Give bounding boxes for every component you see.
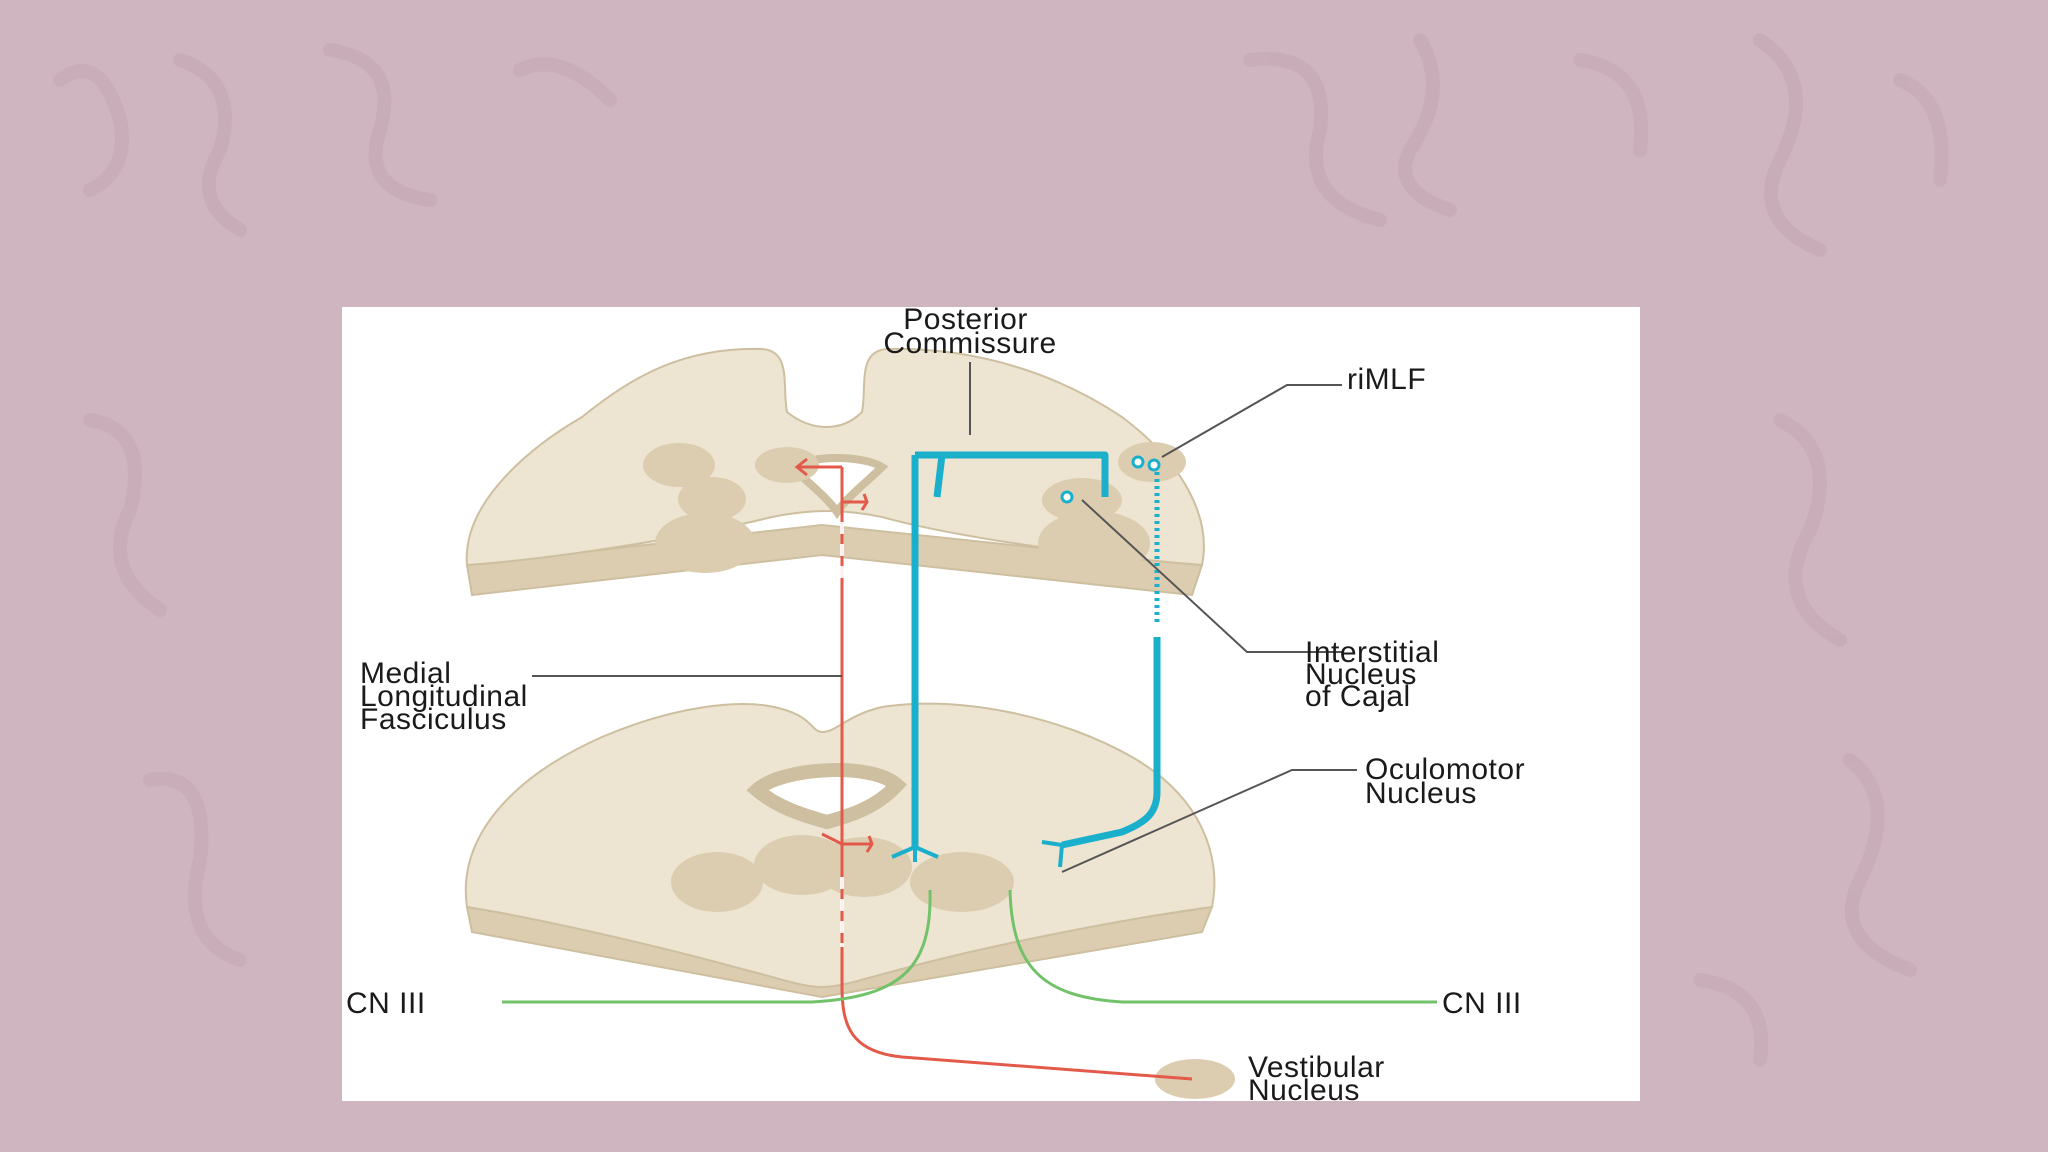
leader-oculomotor xyxy=(1061,769,1357,873)
upper-left-riMLF-real xyxy=(643,443,715,487)
label-rimlf: riMLF xyxy=(1347,363,1426,396)
green-right-cn3 xyxy=(1008,889,1437,1004)
lower-left-red-nucleus xyxy=(671,852,763,912)
blue-right-fork xyxy=(1041,840,1064,868)
red-terminal-oculomotor xyxy=(821,832,874,853)
red-tract-line xyxy=(840,467,1193,1081)
leader-interstitial xyxy=(1081,499,1342,653)
blue-right-long xyxy=(1061,637,1161,849)
label-vestibular-nucleus: Vestibular Nucleus xyxy=(1248,1051,1394,1101)
upper-left-inc-nucleus xyxy=(678,477,746,521)
blue-pathway xyxy=(891,451,1161,868)
red-terminal-inc xyxy=(842,493,869,511)
leader-lines xyxy=(532,362,1357,873)
leader-rimlf xyxy=(1161,384,1342,458)
green-cn3-pathway xyxy=(502,889,1437,1004)
lower-aqueduct xyxy=(746,763,907,830)
blue-riMLF-cell-1 xyxy=(1131,455,1145,469)
upper-right-red-nucleus-large xyxy=(1038,511,1150,575)
lower-right-oculomotor-nucleus xyxy=(816,837,912,897)
label-cn3-left: CN III xyxy=(346,987,426,1020)
label-cn3-right: CN III xyxy=(1442,987,1522,1020)
blue-inc-cell xyxy=(1060,490,1074,504)
upper-left-red-nucleus-large xyxy=(655,513,755,573)
label-posterior-commissure: Posterior Commissure xyxy=(883,307,1056,360)
red-mlf-pathway xyxy=(794,457,1193,1081)
red-terminal-riMLF xyxy=(794,457,842,477)
label-mlf: Medial Longitudinal Fasciculus xyxy=(360,657,537,736)
blue-left-fork xyxy=(891,845,939,862)
upper-midbrain-section xyxy=(465,347,1205,597)
green-left-cn3 xyxy=(502,889,932,1004)
lower-midbrain-section xyxy=(464,702,1216,999)
upper-left-nucleus-top xyxy=(755,447,819,483)
vestibular-nucleus-shape xyxy=(1155,1059,1235,1099)
diagram-panel: Posterior Commissure riMLF Interstitial … xyxy=(342,307,1640,1101)
blue-riMLF-cell-2 xyxy=(1147,458,1161,472)
blue-left-descending xyxy=(933,451,1109,498)
background-calligraphy-texture xyxy=(53,33,1949,1067)
lower-right-red-nucleus xyxy=(910,852,1014,912)
label-oculomotor-nucleus: Oculomotor Nucleus xyxy=(1365,753,1534,810)
label-interstitial-nucleus: Interstitial Nucleus of Cajal xyxy=(1305,636,1448,713)
